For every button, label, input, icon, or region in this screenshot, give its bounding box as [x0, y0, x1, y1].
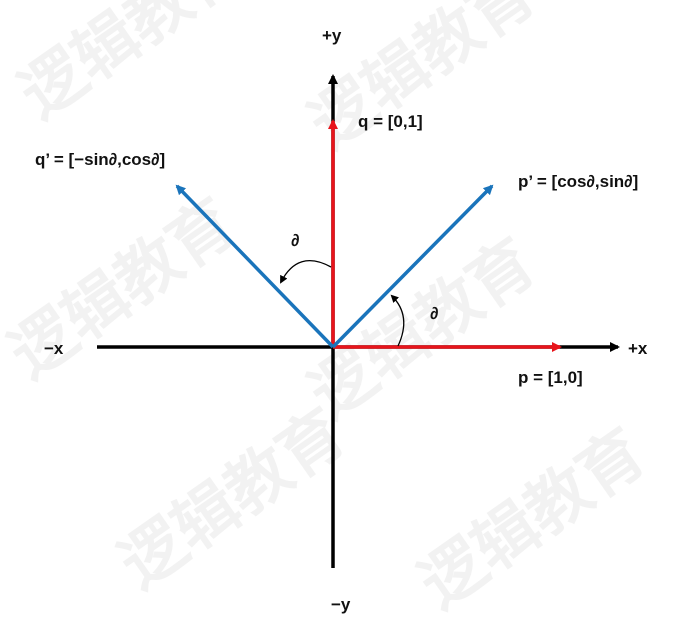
pos-x-label: +x: [628, 339, 648, 358]
vector-p-prime: [331, 184, 494, 349]
watermark: 逻辑教育 逻辑教育 逻辑教育 逻辑教育 逻辑教育 逻辑教育: [0, 0, 659, 617]
p-prime-label: p’ = [cos∂,sin∂]: [518, 172, 638, 191]
angle-right-label: ∂: [430, 304, 439, 323]
watermark-text: 逻辑教育: [7, 0, 259, 133]
watermark-text: 逻辑教育: [407, 416, 659, 617]
q-prime-label: q’ = [−sin∂,cos∂]: [35, 150, 165, 169]
watermark-text: 逻辑教育: [107, 396, 359, 603]
neg-y-label: −y: [331, 595, 351, 614]
angle-arc-left: [280, 260, 332, 284]
angle-left-label: ∂: [291, 231, 300, 250]
q-label: q = [0,1]: [358, 112, 423, 131]
vector-q-prime: [175, 184, 335, 349]
angle-arc-right: [390, 294, 405, 347]
pos-y-label: +y: [322, 26, 342, 45]
neg-x-label: −x: [44, 339, 64, 358]
p-label: p = [1,0]: [518, 368, 583, 387]
watermark-text: 逻辑教育: [0, 186, 249, 393]
